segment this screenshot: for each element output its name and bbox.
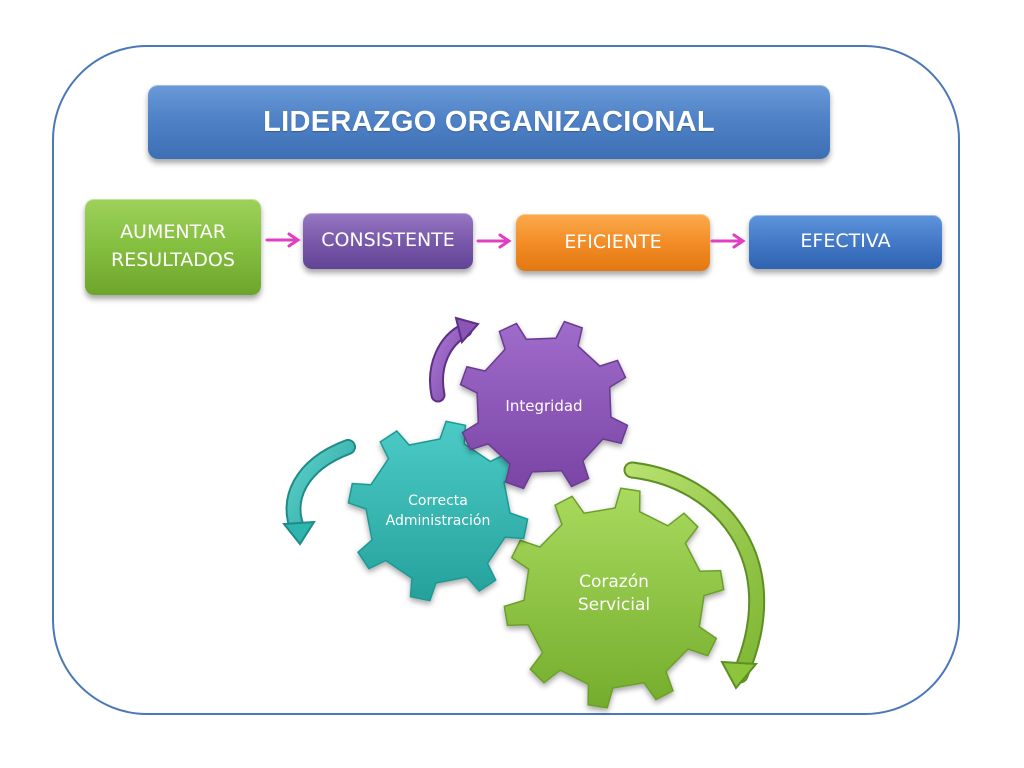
gear-label: Correcta — [408, 493, 468, 509]
gear-label: Corazón — [579, 572, 649, 592]
step-label: AUMENTAR RESULTADOS — [111, 221, 235, 271]
gear-label: Administración — [386, 513, 491, 529]
cycle-arrow-green-icon — [623, 461, 766, 690]
connector-arrow-icon — [476, 233, 512, 249]
step-aumentar-resultados: AUMENTAR RESULTADOS — [85, 199, 261, 295]
gear-label: Integridad — [505, 397, 582, 415]
connector-arrow-icon — [265, 232, 301, 248]
step-efectiva: EFECTIVA — [749, 215, 942, 269]
step-label: CONSISTENTE — [321, 229, 455, 252]
gear-integridad: Integridad — [459, 320, 629, 490]
step-consistente: CONSISTENTE — [303, 213, 473, 269]
step-eficiente: EFICIENTE — [516, 214, 710, 271]
connector-arrow-icon — [710, 233, 746, 249]
step-label: EFECTIVA — [800, 230, 891, 253]
step-label: EFICIENTE — [564, 230, 662, 253]
cycle-arrow-purple-icon — [429, 316, 480, 403]
title-banner: LIDERAZGO ORGANIZACIONAL — [148, 85, 830, 159]
cycle-arrow-teal-icon — [282, 439, 356, 546]
gear-corazon-servicial: Corazón Servicial — [503, 487, 725, 709]
page-title: LIDERAZGO ORGANIZACIONAL — [263, 105, 715, 138]
gear-label: Servicial — [578, 595, 650, 615]
